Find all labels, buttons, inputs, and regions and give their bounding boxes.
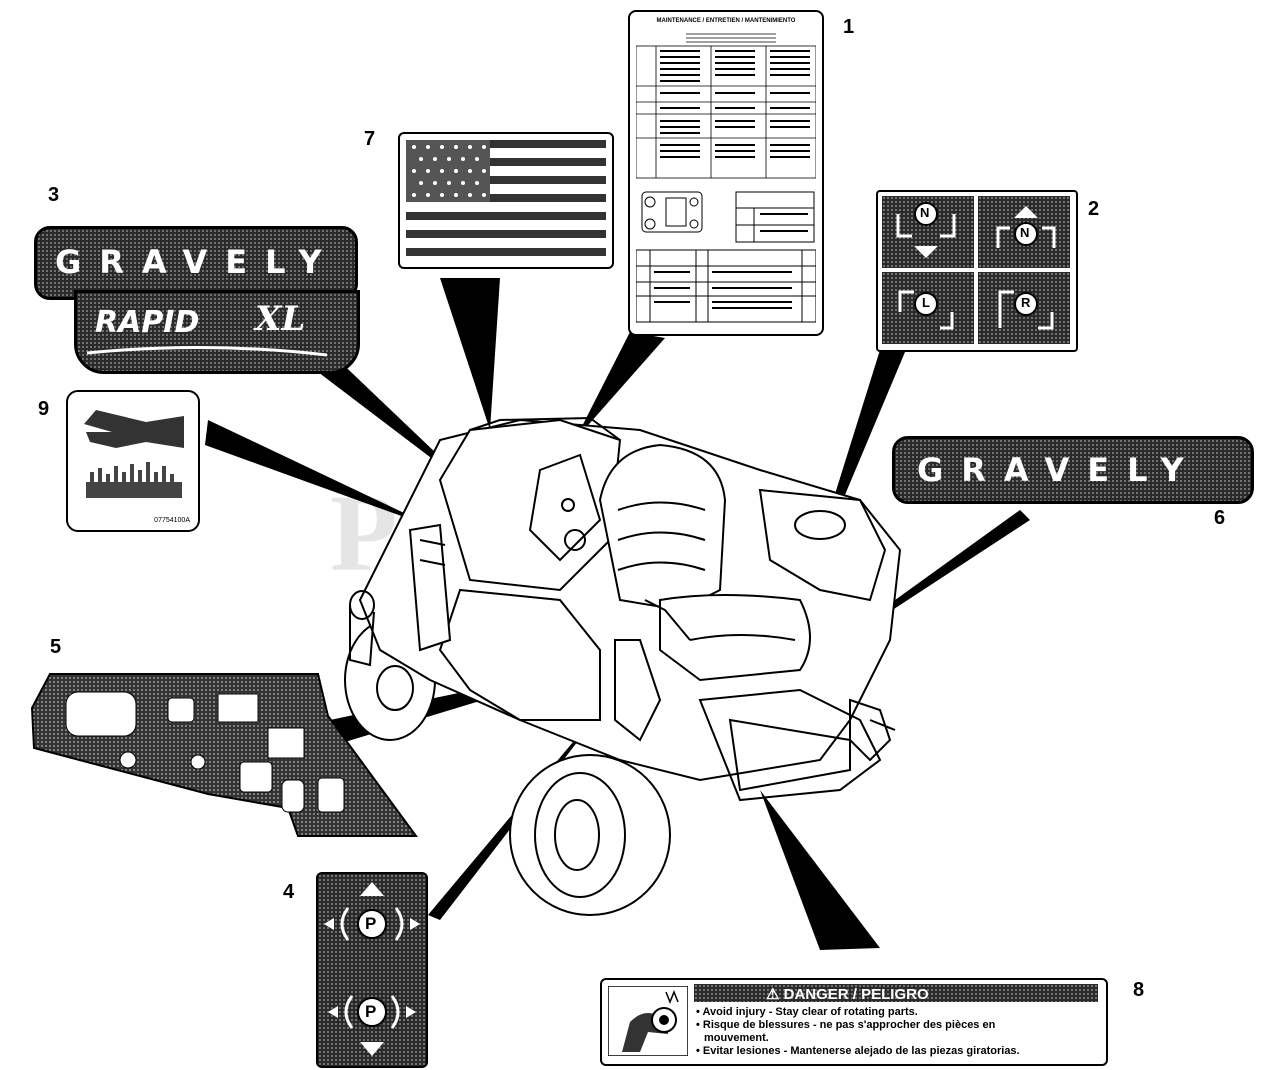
decal-4-p-bottom: P	[365, 1002, 377, 1021]
decal-9-part-number: 07754100A	[154, 517, 190, 524]
callout-8: 8	[1133, 979, 1145, 1001]
danger-heading: ⚠ DANGER / PELIGRO	[766, 986, 929, 1003]
maintenance-chart-graphic	[636, 33, 816, 323]
decal-2-drive-control: N N L R	[876, 190, 1078, 352]
decal-3-model-suffix: XL	[255, 299, 306, 339]
callout-1: 1	[843, 16, 855, 38]
danger-text-block: • Avoid injury - Stay clear of rotating …	[696, 1006, 1096, 1058]
danger-heading-text: DANGER / PELIGRO	[783, 986, 929, 1003]
decal-2-l: L	[922, 295, 930, 310]
mower-outline	[344, 416, 902, 916]
callout-2: 2	[1088, 198, 1100, 220]
decal-3-gravely-rapid: GRAVELY RAPID XL	[34, 226, 360, 374]
decal-4-parking-brake: P P	[316, 872, 428, 1068]
decal-9-hand-warning: 07754100A	[66, 390, 200, 532]
drive-control-arrows	[896, 202, 1056, 330]
decal-7-flag	[398, 132, 614, 269]
rotating-parts-icon	[608, 986, 688, 1056]
callout-4: 4	[283, 881, 295, 903]
callout-7: 7	[364, 128, 376, 150]
danger-line-es-text: Evitar lesiones - Mantenerse alejado de …	[702, 1045, 1020, 1057]
decal-2-n-bottom: N	[1020, 225, 1030, 240]
decal-8-danger: ⚠ DANGER / PELIGRO • Avoid injury - Stay…	[600, 978, 1108, 1066]
callout-6: 6	[1214, 507, 1226, 529]
decal-3-model: RAPID	[95, 305, 200, 340]
decal-6-brand: GRAVELY	[917, 451, 1202, 489]
decal-6-gravely: GRAVELY	[892, 436, 1254, 504]
danger-line-fr-text: Risque de blessures - ne pas s'approcher…	[702, 1019, 996, 1031]
danger-line-fr: • Risque de blessures - ne pas s'approch…	[696, 1019, 996, 1031]
danger-line-fr-cont: mouvement.	[704, 1032, 769, 1044]
decal-1-maintenance: MAINTENANCE / ENTRETIEN / MANTENIMIENTO	[628, 10, 824, 336]
leader-7	[440, 278, 500, 430]
danger-line-es: • Evitar lesiones - Mantenerse alejado d…	[696, 1045, 1020, 1057]
leader-9	[205, 420, 440, 530]
seat	[598, 443, 727, 612]
callout-9: 9	[38, 398, 50, 420]
danger-line-en: • Avoid injury - Stay clear of rotating …	[696, 1006, 918, 1018]
us-flag-graphic	[406, 140, 606, 256]
maintenance-title: MAINTENANCE / ENTRETIEN / MANTENIMIENTO	[656, 18, 796, 24]
leader-8	[760, 790, 880, 950]
decal-5-dash-panel	[30, 673, 418, 837]
hand-hazard-icon	[84, 410, 184, 498]
rear-tire	[509, 754, 671, 916]
callout-3: 3	[48, 184, 60, 206]
parking-brake-graphic	[324, 882, 420, 1056]
callout-5: 5	[50, 636, 62, 658]
danger-line-en-text: Avoid injury - Stay clear of rotating pa…	[702, 1006, 918, 1018]
decal-4-p-top: P	[365, 914, 377, 933]
decal-2-r: R	[1021, 295, 1031, 310]
swoosh-graphic	[87, 345, 327, 357]
decal-2-n-top: N	[920, 205, 930, 220]
decal-3-brand: GRAVELY	[55, 243, 340, 281]
decal-3-brand-plate: GRAVELY	[34, 226, 358, 300]
decal-3-model-plate: RAPID XL	[74, 290, 360, 374]
danger-banner: ⚠ DANGER / PELIGRO	[694, 984, 1098, 1003]
leader-1	[575, 332, 665, 440]
